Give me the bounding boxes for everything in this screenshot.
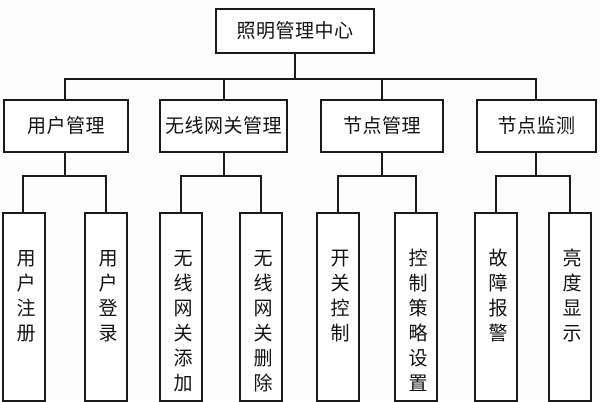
node-label: 控制策略设置 [405,248,428,398]
node-node-management[interactable]: 节点管理 [320,99,444,153]
node-user-registration[interactable]: 用户注册 [2,212,46,402]
connector-drop-node-monitoring [535,78,537,99]
connector-bus-node-monitoring [495,175,571,177]
node-label: 无线网关管理 [164,114,282,137]
connector-bus-wireless-gateway-management [180,175,262,177]
node-label: 无线网关添加 [170,248,193,398]
connector-drop-user-management [64,78,66,99]
node-label: 亮度显示 [559,248,582,348]
connector-stem-user-management [64,153,66,175]
connector-drop-control-strategy-setting [415,175,417,212]
connector-drop-user-registration [22,175,24,212]
connector-drop-wireless-gateway-management [223,78,225,99]
node-label: 节点监测 [497,114,576,137]
node-wireless-gateway-delete[interactable]: 无线网关删除 [239,212,283,402]
connector-drop-switch-control [337,175,339,212]
connector-drop-wireless-gateway-delete [260,175,262,212]
connector-bus-node-management [337,175,417,177]
node-label: 节点管理 [342,114,421,137]
connector-drop-fault-alarm [495,175,497,212]
node-label: 故障报警 [485,248,508,348]
node-brightness-display[interactable]: 亮度显示 [548,212,592,402]
node-control-strategy-setting[interactable]: 控制策略设置 [394,212,438,402]
connector-drop-user-login [105,175,107,212]
node-user-management[interactable]: 用户管理 [3,99,129,153]
node-lighting-management-center[interactable]: 照明管理中心 [215,8,375,54]
connector-stem-node-management [381,153,383,175]
node-node-monitoring[interactable]: 节点监测 [476,99,597,153]
connector-drop-node-management [381,78,383,99]
connector-stem-node-monitoring [535,153,537,175]
node-wireless-gateway-add[interactable]: 无线网关添加 [159,212,203,402]
connector-drop-wireless-gateway-add [180,175,182,212]
node-fault-alarm[interactable]: 故障报警 [474,212,518,402]
node-label: 开关控制 [327,248,350,348]
connector-stem-wireless-gateway-management [223,153,225,175]
node-label: 用户注册 [13,248,36,348]
node-label: 无线网关删除 [250,248,273,398]
node-wireless-gateway-management[interactable]: 无线网关管理 [159,99,288,153]
connector-bus-user-management [22,175,107,177]
node-label: 照明管理中心 [236,19,354,42]
node-switch-control[interactable]: 开关控制 [316,212,360,402]
connector-drop-brightness-display [569,175,571,212]
node-label: 用户登录 [95,248,118,348]
node-label: 用户管理 [26,114,105,137]
connector-level2-bus [64,78,537,80]
node-user-login[interactable]: 用户登录 [84,212,128,402]
connector-root-stem [294,54,296,78]
